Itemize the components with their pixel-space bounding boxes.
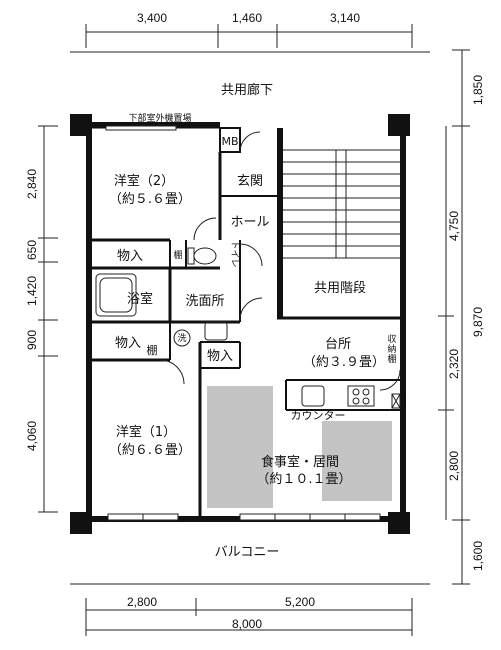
label-toilet: トイレ bbox=[229, 240, 239, 267]
label-closet-1: 収 bbox=[387, 333, 396, 345]
bathtub-inner bbox=[99, 277, 133, 313]
label-bath: 浴室 bbox=[127, 291, 153, 307]
label-balcony: バルコニー bbox=[215, 545, 280, 560]
label-wash: 洗 bbox=[177, 332, 186, 344]
dim-right-inner-1: 2,320 bbox=[447, 349, 461, 379]
stove bbox=[347, 385, 375, 407]
washroom-door bbox=[239, 297, 263, 321]
floor-fill-right bbox=[322, 421, 392, 501]
dim-top-1: 3,400 bbox=[137, 11, 167, 25]
bathtub bbox=[95, 273, 137, 317]
label-western2-name: 洋室（2） bbox=[114, 173, 174, 189]
dim-top-3: 3,140 bbox=[330, 11, 360, 25]
label-storage1: 物入 bbox=[117, 249, 143, 264]
stair-treads bbox=[283, 149, 400, 259]
dimension-lines bbox=[38, 24, 470, 636]
label-shelf2: 棚 bbox=[147, 343, 158, 357]
toilet-door bbox=[239, 243, 263, 267]
label-washroom: 洗面所 bbox=[185, 294, 224, 309]
dim-bottom-2: 5,200 bbox=[285, 595, 315, 609]
label-closet-3: 棚 bbox=[387, 353, 396, 365]
washing-machine bbox=[173, 329, 191, 347]
dim-right-1: 1,850 bbox=[471, 75, 485, 105]
washroom-sink bbox=[204, 321, 228, 341]
kitchen-sink bbox=[301, 385, 325, 407]
label-living-size: （約１０.１畳） bbox=[256, 472, 351, 487]
dim-left-5: 4,060 bbox=[25, 421, 39, 451]
floor-fills bbox=[207, 386, 392, 508]
dim-bottom-total: 8,000 bbox=[232, 617, 262, 631]
label-hall: ホール bbox=[230, 215, 269, 230]
label-outdoor-unit: 下部室外機置場 bbox=[128, 112, 191, 124]
label-living-name: 食事室・居間 bbox=[261, 454, 339, 470]
label-corridor: 共用廊下 bbox=[221, 82, 273, 98]
dim-right-4: 1,600 bbox=[471, 541, 485, 571]
label-mb: MB bbox=[221, 135, 238, 148]
western2-window bbox=[105, 125, 177, 131]
label-western1-name: 洋室（1） bbox=[116, 424, 176, 440]
label-storage3: 物入 bbox=[207, 349, 233, 364]
dim-right-3: 9,870 bbox=[471, 307, 485, 337]
dim-left-1: 2,840 bbox=[25, 169, 39, 199]
fixtures bbox=[95, 149, 401, 409]
label-western1-size: （約６.６畳） bbox=[109, 443, 191, 458]
western1-door bbox=[159, 359, 185, 385]
toilet-tank bbox=[187, 247, 195, 265]
label-kitchen-name: 台所 bbox=[325, 337, 351, 352]
label-kitchen-size: （約３.９畳） bbox=[303, 355, 385, 370]
western2-door bbox=[193, 217, 217, 241]
dim-bottom-1: 2,800 bbox=[127, 595, 157, 609]
label-western2-size: （約５.６畳） bbox=[109, 192, 191, 207]
label-counter: カウンター bbox=[291, 409, 346, 422]
floor-fill-left bbox=[207, 386, 273, 508]
dim-right-inner-2: 2,800 bbox=[447, 451, 461, 481]
toilet-bowl bbox=[193, 247, 217, 265]
dim-left-4: 900 bbox=[25, 330, 39, 350]
windows bbox=[105, 125, 381, 521]
label-shelf1: 棚 bbox=[173, 249, 182, 261]
doors bbox=[159, 131, 401, 391]
dimension-text: 3,400 1,460 3,140 2,800 5,200 8,000 2,84… bbox=[25, 11, 485, 631]
dim-top-2: 1,460 bbox=[232, 11, 262, 25]
label-stairs: 共用階段 bbox=[314, 281, 366, 296]
entrance-door bbox=[239, 131, 261, 153]
closet-box bbox=[391, 393, 401, 409]
dim-left-3: 1,420 bbox=[25, 276, 39, 306]
room-labels: 共用廊下 下部室外機置場 MB 洋室（2） （約５.６畳） 玄関 ホール 物入 … bbox=[109, 82, 397, 560]
dim-left-2: 650 bbox=[25, 240, 39, 260]
dim-right-2: 4,750 bbox=[447, 211, 461, 241]
label-storage2: 物入 bbox=[115, 336, 141, 351]
label-entrance: 玄関 bbox=[237, 174, 263, 189]
closet-door bbox=[379, 369, 401, 391]
label-closet-2: 納 bbox=[387, 343, 396, 355]
